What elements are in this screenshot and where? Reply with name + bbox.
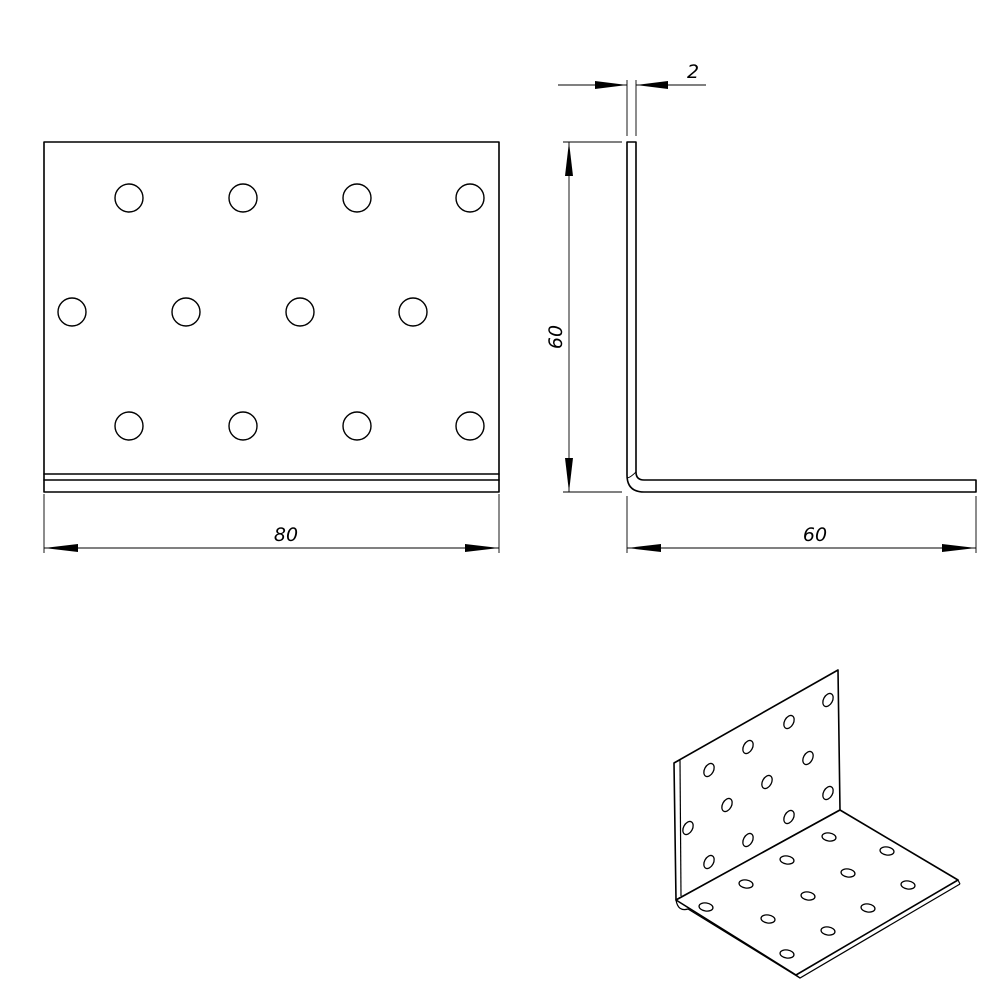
hole: [398, 297, 428, 327]
side-view: 60 60 2: [545, 61, 977, 553]
iso-vertical-holes: [682, 692, 834, 870]
hole: [455, 411, 485, 441]
front-view-outline: [43, 141, 500, 493]
hole: [285, 297, 315, 327]
front-view-holes: [57, 183, 485, 441]
hole: [228, 411, 258, 441]
hole: [57, 297, 87, 327]
hole: [342, 411, 372, 441]
front-view: 80: [43, 141, 500, 553]
hole: [114, 183, 144, 213]
dimension-length-side: 60: [626, 496, 977, 553]
hole: [114, 411, 144, 441]
dimension-length-side-label: 60: [803, 524, 827, 546]
hole: [171, 297, 201, 327]
hole: [228, 183, 258, 213]
dimension-height-side-label: 60: [545, 325, 567, 349]
isometric-view: [673, 669, 961, 979]
hole: [342, 183, 372, 213]
side-view-profile: [626, 141, 977, 493]
dimension-width-front: 80: [43, 494, 500, 553]
iso-plate-thickness: [675, 883, 961, 979]
hole: [455, 183, 485, 213]
dimension-thickness-label: 2: [687, 61, 699, 83]
dimension-height-side: 60: [545, 141, 622, 493]
dimension-width-front-label: 80: [274, 524, 298, 546]
iso-horizontal-holes: [698, 832, 916, 959]
dimension-thickness: 2: [558, 61, 706, 136]
side-view-bend: [626, 471, 637, 479]
